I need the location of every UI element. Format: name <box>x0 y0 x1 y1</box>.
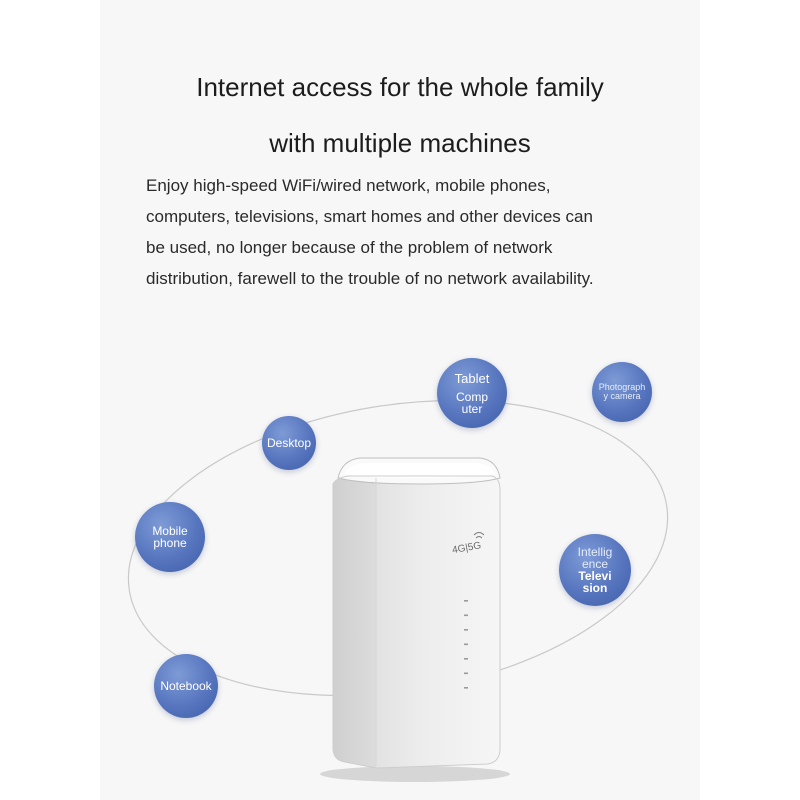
camera-label-1: Photograph <box>598 382 646 392</box>
desktop-bubble: Desktop <box>262 416 316 470</box>
mobile-label-1: Mobile <box>152 524 188 538</box>
mobile-phone-bubble: Mobile phone <box>135 502 205 572</box>
tv-label-3: Televi <box>578 569 612 583</box>
tablet-label-1: Tablet <box>454 370 490 386</box>
notebook-bubble: Notebook <box>154 654 218 718</box>
router-body <box>332 457 501 769</box>
indicator-light <box>464 672 468 675</box>
signal-icon <box>473 532 485 539</box>
indicator-lights <box>464 600 468 689</box>
description-line-1: Enjoy high-speed WiFi/wired network, mob… <box>146 176 551 195</box>
tablet-computer-bubble: Tablet Comp uter <box>437 358 507 428</box>
indicator-light <box>464 687 468 689</box>
tv-label-1: Intellig <box>577 545 613 559</box>
notebook-label: Notebook <box>160 679 212 693</box>
mobile-label-2: phone <box>153 536 187 550</box>
tablet-label-2: Comp <box>455 389 488 404</box>
camera-label-2: y camera <box>603 391 641 401</box>
indicator-light <box>464 658 468 660</box>
desktop-label: Desktop <box>266 436 312 450</box>
intelligence-television-bubble: Intellig ence Televi sion <box>559 534 631 606</box>
tablet-label-3: uter <box>461 401 483 416</box>
description: Enjoy high-speed WiFi/wired network, mob… <box>146 170 666 294</box>
tv-label-2: ence <box>581 557 609 571</box>
description-line-2: computers, televisions, smart homes and … <box>146 207 593 226</box>
description-line-4: distribution, farewell to the trouble of… <box>146 269 594 288</box>
headline-line-2: with multiple machines <box>269 128 531 158</box>
router-badge: 4G|5G <box>451 540 482 556</box>
headline-line-1: Internet access for the whole family <box>196 72 604 102</box>
description-line-3: be used, no longer because of the proble… <box>146 238 553 257</box>
indicator-light <box>464 614 468 617</box>
indicator-light <box>464 629 468 631</box>
tv-label-4: sion <box>582 581 608 595</box>
photography-camera-bubble: Photograph y camera <box>592 362 652 422</box>
router-shadow <box>320 766 510 782</box>
indicator-light <box>464 600 468 602</box>
indicator-light <box>464 643 468 646</box>
